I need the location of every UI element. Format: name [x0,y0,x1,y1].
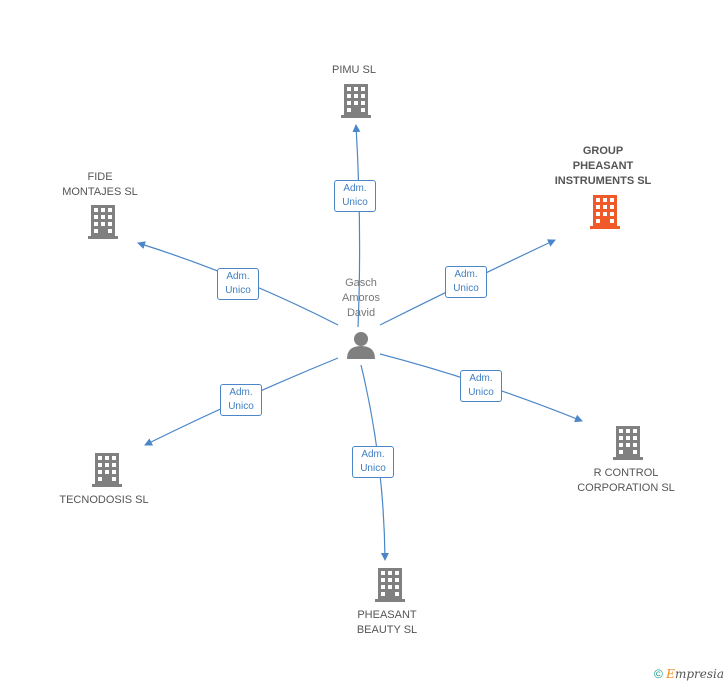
brand-logo: Empresia [666,667,724,681]
edge-label-line: Adm. [469,373,493,384]
building-icon[interactable] [613,426,643,460]
edge-label-line: Unico [360,463,386,474]
edge-label-pimu[interactable]: Adm. Unico [334,180,376,212]
edge-label-group-pheasant[interactable]: Adm. Unico [445,266,487,298]
company-label-line: GROUP [582,145,624,157]
company-label-line: PHEASANT [572,160,634,172]
person-name-line: Amoros [342,292,380,304]
edge-label-fide[interactable]: Adm. Unico [217,268,259,300]
person-name-line: Gasch [345,277,377,289]
edge-label-line: Unico [225,285,251,296]
edge-label-line: Unico [228,401,254,412]
company-label-line: MONTAJES SL [62,186,138,198]
company-label-line: INSTRUMENTS SL [554,175,652,187]
company-label-line: PHEASANT [357,609,417,621]
copyright-icon: © [653,667,663,681]
company-label-line: CORPORATION SL [577,482,675,494]
company-label-pheasant-beauty[interactable]: PHEASANT BEAUTY SL [327,608,447,638]
edge-label-line: Adm. [226,271,250,282]
edge-label-r-control[interactable]: Adm. Unico [460,370,502,402]
company-label-line: R CONTROL [593,467,659,479]
copyright-footer: © Empresia [654,667,724,681]
building-icon[interactable] [92,453,122,487]
company-label-line: FIDE [87,171,113,183]
company-label-line: TECNODOSIS SL [59,494,149,506]
company-label-line: PIMU SL [331,64,376,76]
edge-label-line: Unico [453,283,479,294]
edge-label-line: Adm. [361,449,385,460]
person-name-line: David [346,307,376,319]
company-label-group-pheasant[interactable]: GROUP PHEASANT INSTRUMENTS SL [543,144,663,189]
company-label-tecnodosis[interactable]: TECNODOSIS SL [44,493,164,508]
edge-label-line: Unico [468,387,494,398]
edge-label-line: Adm. [454,269,478,280]
building-icon[interactable] [341,84,371,118]
person-icon[interactable] [347,332,375,359]
edge-label-line: Adm. [343,183,367,194]
company-label-pimu[interactable]: PIMU SL [294,63,414,78]
company-label-fide[interactable]: FIDE MONTAJES SL [40,170,160,200]
edge-label-line: Adm. [229,387,253,398]
building-icon[interactable] [590,195,620,229]
company-label-line: BEAUTY SL [356,624,418,636]
company-label-r-control[interactable]: R CONTROL CORPORATION SL [566,466,686,496]
building-icon[interactable] [375,568,405,602]
edge-label-tecnodosis[interactable]: Adm. Unico [220,384,262,416]
edge-label-pheasant-beauty[interactable]: Adm. Unico [352,446,394,478]
edge-pimu [352,124,361,328]
edge-label-line: Unico [342,197,368,208]
building-icon[interactable] [88,205,118,239]
